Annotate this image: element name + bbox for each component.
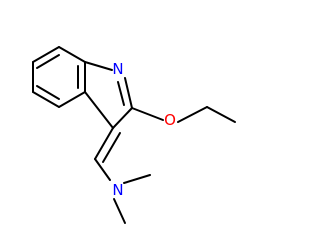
bond-c3ring-ch [94,127,114,160]
bond-c3ring-c4 [84,91,114,129]
bond-o-ch2 [177,106,208,123]
bond-c2-c3 [58,46,86,63]
bond-n1-c2 [124,77,133,109]
bond-c1-c2 [32,46,60,63]
bond-c1-c2-inner [36,54,60,69]
bond-n2-me1 [123,174,151,184]
structure-canvas: N O N [32,46,236,224]
bond-n2-me2 [113,198,126,224]
bond-c3-n1 [84,61,113,71]
atom-n-ring: N [112,60,123,78]
bond-c2-c3ring [112,107,133,129]
bond-ch-n2 [94,158,111,181]
atom-n-amine: N [112,181,123,199]
bond-c5-c6-inner [36,85,60,100]
bond-n1-c2-inner [117,81,125,106]
bond-c5-c6 [32,91,60,108]
bond-c3ring-ch-inner [102,132,121,163]
bond-c2-o [131,107,164,121]
bond-ch2-ch3 [206,106,236,123]
molecule-diagram: N O N [32,46,236,224]
bond-c4-c5 [58,91,86,108]
atom-o-ether: O [164,111,176,129]
